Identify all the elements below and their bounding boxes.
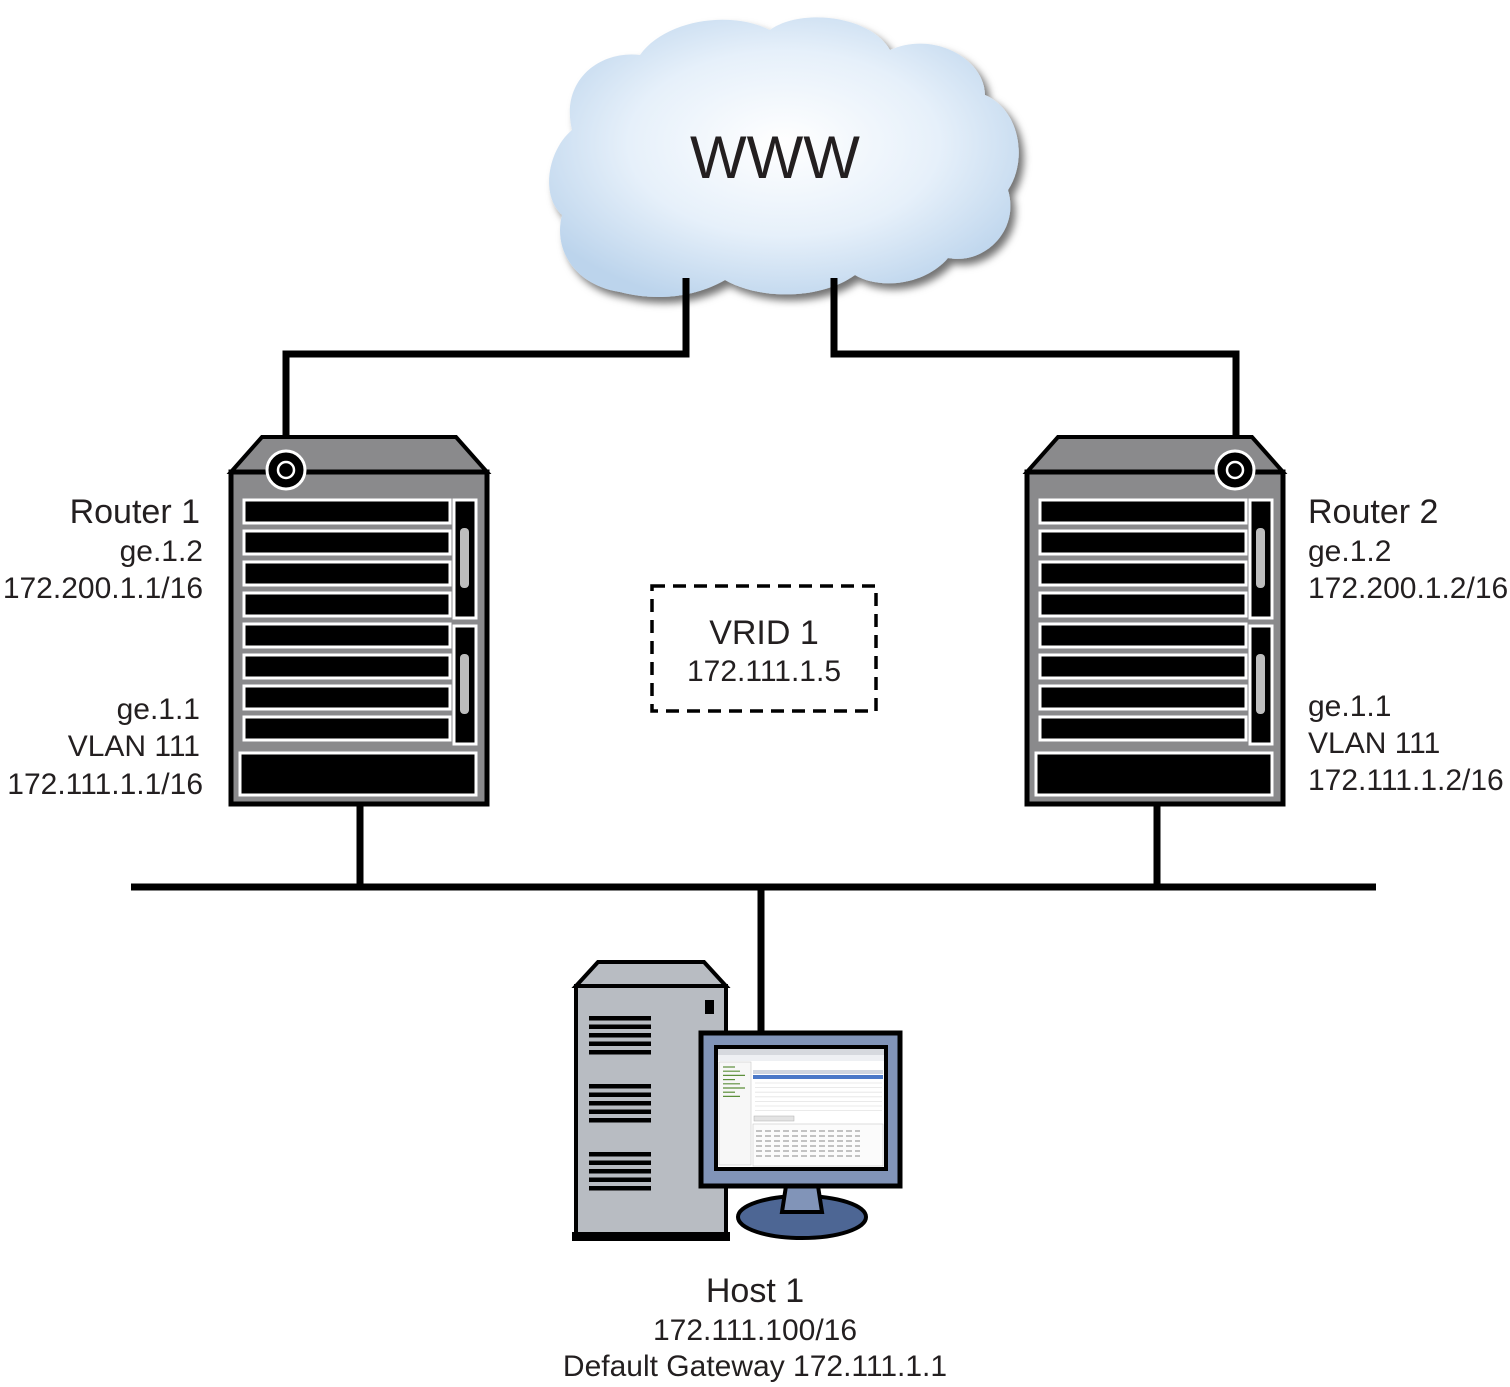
router-slot bbox=[242, 560, 452, 587]
link-cloud-router1 bbox=[282, 278, 690, 470]
router-slots bbox=[1038, 498, 1248, 742]
tower-vent bbox=[589, 1092, 651, 1097]
router-slot bbox=[1038, 653, 1248, 680]
host-ip: 172.111.100/16 bbox=[652, 1314, 858, 1347]
router-1-icon bbox=[226, 435, 492, 807]
tower-vent bbox=[589, 1177, 651, 1182]
cloud-shape bbox=[549, 17, 1019, 297]
screen-lower-pane bbox=[752, 1123, 884, 1167]
router-2-icon bbox=[1022, 435, 1288, 807]
router-handle-grip bbox=[1256, 528, 1265, 588]
router-psu bbox=[238, 751, 478, 797]
router-handle-grip bbox=[460, 528, 469, 588]
monitor-neck bbox=[779, 1184, 825, 1214]
router-1-name: Router 1 bbox=[69, 493, 200, 531]
tower-vents bbox=[589, 1016, 651, 1191]
tower-vent bbox=[589, 1169, 651, 1174]
router-psu bbox=[1034, 751, 1274, 797]
router-2-lan-ip: 172.111.1.2/16 bbox=[1308, 764, 1504, 797]
router-1-lan-ip: 172.111.1.1/16 bbox=[7, 768, 203, 801]
host-monitor-icon bbox=[698, 1030, 903, 1240]
router-slot bbox=[242, 529, 452, 556]
host-name: Host 1 bbox=[705, 1272, 805, 1310]
tower-base bbox=[572, 1232, 730, 1241]
screen-rows bbox=[723, 1066, 882, 1111]
router-1-uplink-ip: 172.200.1.1/16 bbox=[2, 572, 203, 605]
router-1-uplink-port: ge.1.2 bbox=[119, 535, 203, 568]
router-slot bbox=[1038, 715, 1248, 742]
router-slot bbox=[242, 498, 452, 525]
cloud-label: WWW bbox=[690, 124, 860, 191]
vrid-virtual-router-box bbox=[650, 584, 878, 713]
router-slot bbox=[1038, 498, 1248, 525]
router-handle-grip bbox=[1256, 654, 1265, 714]
router-handle-grip bbox=[460, 654, 469, 714]
screen-table-header bbox=[753, 1070, 883, 1074]
screen-titlebar bbox=[718, 1049, 884, 1055]
tower-top bbox=[571, 960, 731, 988]
tower-power-light bbox=[705, 1000, 714, 1014]
screen-lower-rows bbox=[756, 1130, 860, 1157]
router-slot bbox=[1038, 560, 1248, 587]
connections bbox=[131, 278, 1376, 1036]
screen-toolbar bbox=[718, 1055, 884, 1061]
host-default-gateway: Default Gateway 172.111.1.1 bbox=[562, 1350, 948, 1383]
tower-vent bbox=[589, 1033, 651, 1038]
router-2-lan-port: ge.1.1 bbox=[1308, 690, 1392, 723]
vrid-name: VRID 1 bbox=[709, 614, 819, 652]
tower-vent bbox=[589, 1118, 651, 1123]
screen-tree-pane bbox=[718, 1061, 752, 1166]
router-slot bbox=[242, 591, 452, 618]
router-2-uplink-port: ge.1.2 bbox=[1308, 535, 1392, 568]
tower-vent bbox=[589, 1101, 651, 1106]
router-slot bbox=[1038, 529, 1248, 556]
router-slot bbox=[1038, 591, 1248, 618]
router-1-lan-port: ge.1.1 bbox=[116, 693, 200, 726]
router-slots bbox=[242, 498, 452, 742]
tower-vent bbox=[589, 1109, 651, 1114]
router-slot bbox=[242, 715, 452, 742]
screen-buttons bbox=[753, 1115, 795, 1122]
tower-vent bbox=[589, 1152, 651, 1157]
tower-vent bbox=[589, 1050, 651, 1055]
router-2-uplink-ip: 172.200.1.2/16 bbox=[1308, 572, 1509, 605]
cloud bbox=[549, 17, 1019, 297]
tower-vent bbox=[589, 1024, 651, 1029]
router-slot bbox=[1038, 622, 1248, 649]
router-port bbox=[276, 460, 296, 480]
router-1-lan-vlan: VLAN 111 bbox=[67, 730, 200, 763]
router-slot bbox=[1038, 684, 1248, 711]
tower-vent bbox=[589, 1016, 651, 1021]
router-2-lan-vlan: VLAN 111 bbox=[1308, 727, 1441, 760]
vrid-ip: 172.111.1.5 bbox=[686, 655, 842, 688]
router-slot bbox=[242, 653, 452, 680]
tower-vent bbox=[589, 1084, 651, 1089]
router-2-name: Router 2 bbox=[1308, 493, 1439, 531]
router-slot bbox=[242, 622, 452, 649]
tower-vent bbox=[589, 1160, 651, 1165]
tower-vent bbox=[589, 1041, 651, 1046]
link-cloud-router2 bbox=[830, 278, 1240, 470]
router-slot bbox=[242, 684, 452, 711]
screen-selected-row bbox=[753, 1075, 883, 1079]
router-port bbox=[1225, 460, 1245, 480]
tower-vent bbox=[589, 1186, 651, 1191]
